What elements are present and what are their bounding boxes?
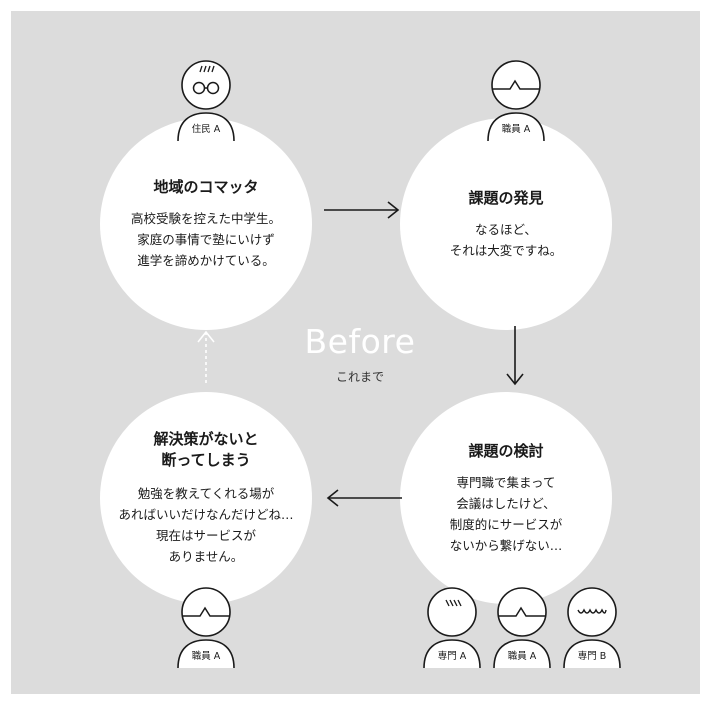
circle-decline-title-line: 解決策がないと bbox=[153, 430, 259, 448]
circle-review-line: 会議はしたけど、 bbox=[456, 495, 556, 511]
arrow-down-icon bbox=[506, 326, 524, 386]
person-staff-group-label: 職員 A bbox=[507, 651, 537, 662]
center-title: Before bbox=[304, 322, 416, 361]
circle-review: 課題の検討 専門職で集まって 会議はしたけど、 制度的にサービスが ないから繋げ… bbox=[400, 392, 612, 604]
circle-review-title: 課題の検討 bbox=[468, 441, 544, 460]
person-staff-bottom: 職員 A bbox=[170, 582, 242, 682]
person-expert-a-label: 専門 A bbox=[437, 651, 467, 662]
person-staff-icon bbox=[487, 60, 545, 142]
circle-discovery-line: なるほど、 bbox=[475, 221, 537, 237]
circle-review-line: ないから繋げない… bbox=[449, 537, 563, 553]
circle-decline: 解決策がないと 断ってしまう 勉強を教えてくれる場が あればいいだけなんだけどね… bbox=[100, 392, 312, 604]
person-staff-icon bbox=[493, 587, 551, 669]
person-resident-icon bbox=[177, 60, 235, 142]
person-resident-label: 住民 A bbox=[191, 124, 221, 135]
person-staff-icon bbox=[177, 587, 235, 669]
circle-problem-line: 家庭の事情で塾にいけず bbox=[137, 232, 275, 247]
person-staff-bottom-label: 職員 A bbox=[191, 651, 221, 662]
arrow-right-icon bbox=[324, 201, 400, 219]
circle-discovery-line: それは大変ですね。 bbox=[449, 242, 563, 258]
diagram-panel bbox=[11, 11, 700, 694]
person-staff-top-label: 職員 A bbox=[501, 124, 531, 135]
person-expert-icon bbox=[423, 587, 481, 669]
person-staff-group: 職員 A bbox=[486, 582, 558, 682]
person-expert-b: 専門 B bbox=[556, 582, 628, 682]
circle-review-line: 専門職で集まって bbox=[456, 474, 556, 490]
person-expert-b-label: 専門 B bbox=[577, 651, 607, 662]
center-subtitle: これまで bbox=[335, 370, 384, 384]
arrow-left-icon bbox=[326, 489, 402, 507]
person-expert-a: 専門 A bbox=[416, 582, 488, 682]
circle-decline-title: 解決策がないと 断ってしまう bbox=[153, 429, 258, 471]
arrow-up-dashed-icon bbox=[197, 330, 215, 386]
person-expert-icon bbox=[563, 587, 621, 669]
circle-decline-title-line: 断ってしまう bbox=[161, 451, 251, 469]
circle-discovery: 課題の発見 なるほど、 それは大変ですね。 bbox=[400, 118, 612, 330]
circle-decline-line: 現在はサービスが bbox=[155, 528, 256, 543]
person-staff-top: 職員 A bbox=[480, 55, 552, 155]
circle-problem-title: 地域のコマッタ bbox=[153, 178, 259, 196]
person-resident: 住民 A bbox=[170, 55, 242, 155]
circle-problem-line: 進学を諦めかけている。 bbox=[137, 253, 275, 268]
circle-decline-line: ありません。 bbox=[168, 549, 244, 564]
circle-review-line: 制度的にサービスが bbox=[449, 516, 563, 532]
circle-decline-line: あればいいだけなんだけどね… bbox=[118, 507, 294, 522]
circle-decline-line: 勉強を教えてくれる場が bbox=[137, 486, 275, 501]
circle-discovery-title: 課題の発見 bbox=[468, 188, 544, 207]
circle-problem: 地域のコマッタ 高校受験を控えた中学生。 家庭の事情で塾にいけず 進学を諦めかけ… bbox=[100, 118, 312, 330]
circle-problem-line: 高校受験を控えた中学生。 bbox=[130, 211, 281, 226]
